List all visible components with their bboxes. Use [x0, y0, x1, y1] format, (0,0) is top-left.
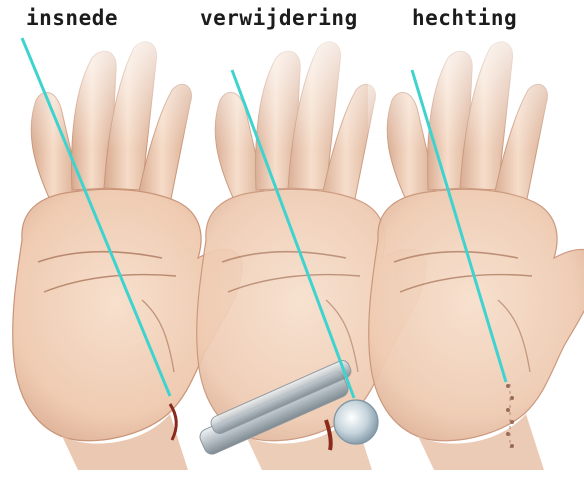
cyst: [334, 400, 378, 444]
hand-panel-suture: [368, 40, 584, 470]
